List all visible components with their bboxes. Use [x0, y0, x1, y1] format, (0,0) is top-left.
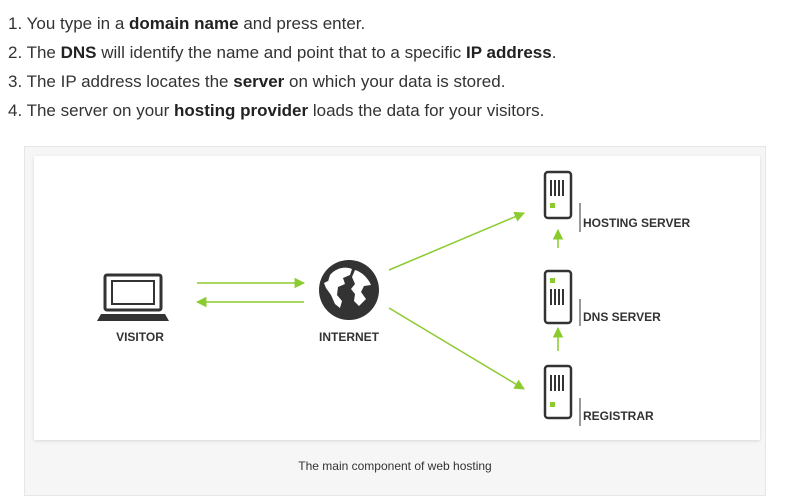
steps-list: 1. You type in a domain name and press e… [8, 9, 556, 125]
step-item: 2. The DNS will identify the name and po… [8, 38, 556, 67]
step-keyword: hosting provider [174, 101, 309, 120]
step-text: loads the data for your visitors. [308, 101, 545, 120]
registrar-label: REGISTRAR [583, 409, 654, 423]
hosting-diagram: VISITOR INTERNET [97, 170, 690, 426]
step-keyword: IP address [466, 43, 552, 62]
visitor-label: VISITOR [116, 330, 164, 344]
step-text: will identify the name and point that to… [96, 43, 467, 62]
step-text: . [551, 43, 557, 62]
internet-label: INTERNET [319, 330, 380, 344]
step-text: on which your data is stored. [284, 72, 506, 91]
globe-icon [319, 260, 379, 320]
diagram-card: VISITOR INTERNET [34, 156, 760, 440]
dns-server-icon [543, 269, 573, 325]
step-keyword: DNS [60, 43, 97, 62]
registrar-server-icon [543, 364, 573, 420]
figure-caption: The main component of web hosting [298, 459, 492, 473]
step-item: 1. You type in a domain name and press e… [8, 9, 556, 38]
step-text: and press enter. [238, 14, 366, 33]
step-text: The [26, 43, 61, 62]
step-text: The server on your [26, 101, 174, 120]
step-number: 2. [8, 43, 27, 62]
step-number: 4. [8, 101, 27, 120]
diagram-figure: VISITOR INTERNET [24, 146, 766, 496]
laptop-icon [97, 273, 169, 321]
step-number: 1. [8, 14, 27, 33]
step-item: 3. The IP address locates the server on … [8, 67, 556, 96]
arrow-internet-to-registrar [388, 307, 525, 390]
step-text: The IP address locates the [26, 72, 234, 91]
step-keyword: domain name [129, 14, 239, 33]
hosting-server-icon [543, 170, 573, 220]
step-keyword: server [233, 72, 285, 91]
step-text: You type in a [26, 14, 129, 33]
step-item: 4. The server on your hosting provider l… [8, 96, 556, 125]
arrow-internet-to-hosting [388, 211, 525, 271]
hosting-server-label: HOSTING SERVER [583, 216, 690, 230]
dns-server-label: DNS SERVER [583, 310, 661, 324]
step-number: 3. [8, 72, 27, 91]
